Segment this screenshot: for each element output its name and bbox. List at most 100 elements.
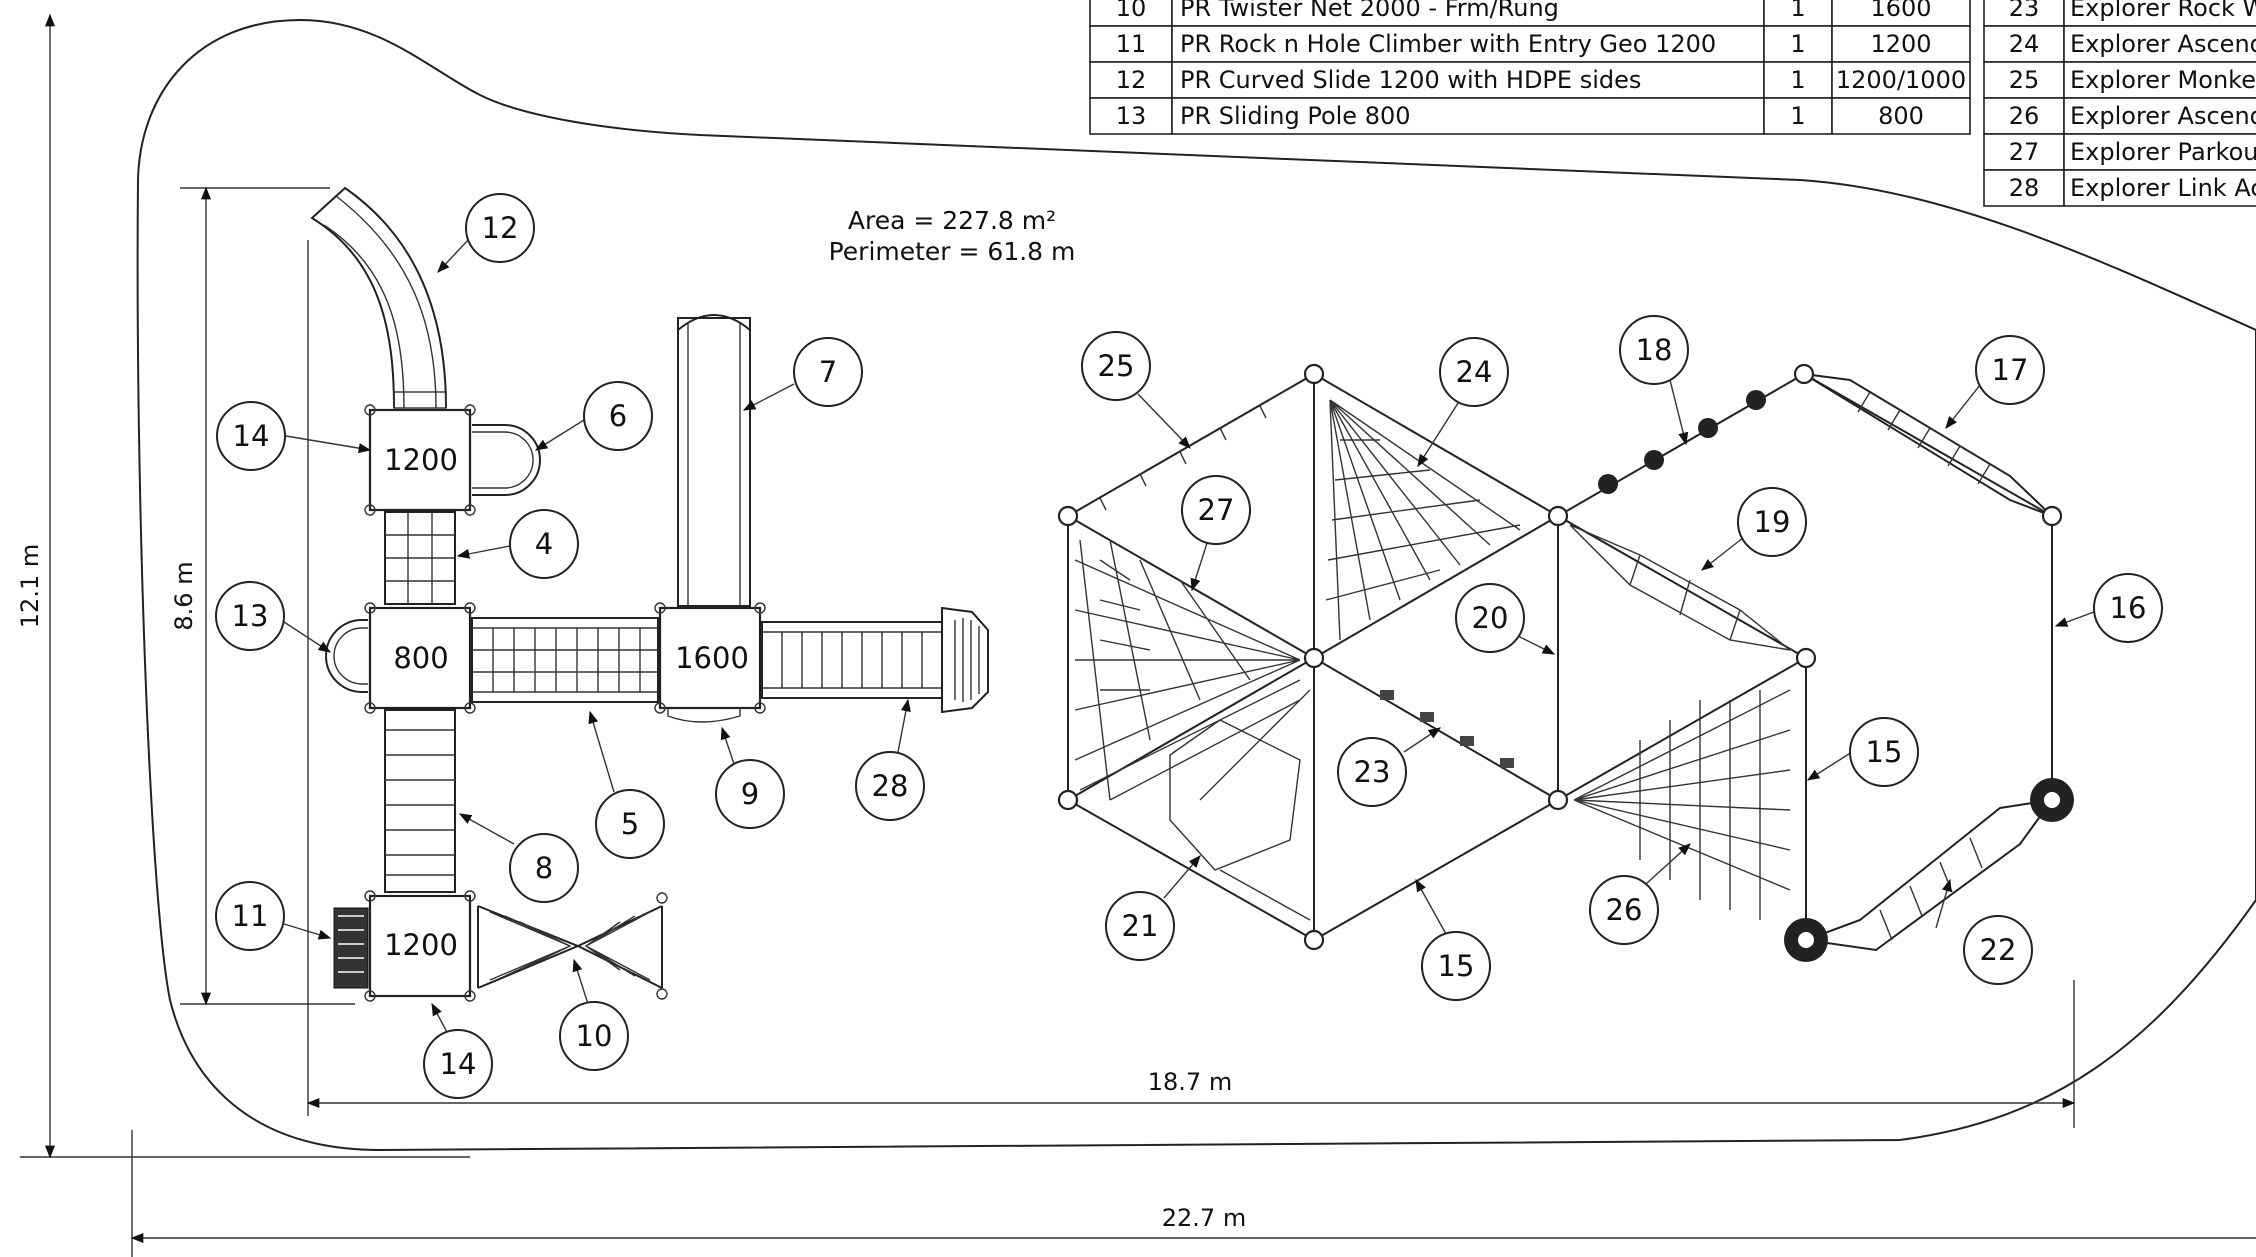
deck-label: 1200 <box>384 443 458 477</box>
callout: 28 <box>855 751 925 821</box>
table-cell: 26 <box>2009 102 2040 130</box>
svg-text:9: 9 <box>741 777 759 811</box>
table-cell: Explorer Monkey <box>2070 66 2256 94</box>
table-cell: PR Rock n Hole Climber with Entry Geo 12… <box>1180 30 1716 58</box>
table-cell: Explorer Ascend <box>2070 102 2256 130</box>
svg-text:6: 6 <box>609 399 627 433</box>
table-cell: 25 <box>2009 66 2040 94</box>
callout: 19 <box>1737 487 1807 557</box>
svg-text:13: 13 <box>232 599 269 633</box>
table-cell: Explorer Link Ac <box>2070 174 2256 202</box>
callout: 4 <box>509 509 579 579</box>
svg-text:25: 25 <box>1098 349 1135 383</box>
callout: 12 <box>465 193 535 263</box>
deck-label: 1200 <box>384 928 458 962</box>
site-boundary <box>136 18 2256 1152</box>
svg-text:12: 12 <box>482 211 519 245</box>
callout: 7 <box>793 337 863 407</box>
parts-table: 10 PR Twister Net 2000 - Frm/Rung 1 1600… <box>1089 0 1971 135</box>
callout: 6 <box>583 381 653 451</box>
svg-text:14: 14 <box>233 419 270 453</box>
svg-text:10: 10 <box>576 1019 613 1053</box>
dimension-total-height: 12.1 m <box>16 544 44 628</box>
svg-text:7: 7 <box>819 355 837 389</box>
table-cell: 800 <box>1878 102 1924 130</box>
svg-text:26: 26 <box>1606 893 1643 927</box>
left-tower: 1200 800 1600 <box>310 186 989 1002</box>
callout: 16 <box>2093 573 2163 643</box>
explorer-table: 23 Explorer Rock W 24 Explorer Ascend 25… <box>1983 0 2256 207</box>
callout: 11 <box>215 881 285 951</box>
table-cell: 27 <box>2009 138 2040 166</box>
dimension-structure-width: 18.7 m <box>1148 1068 1232 1096</box>
svg-text:8: 8 <box>535 851 553 885</box>
callout: 8 <box>509 833 579 903</box>
table-cell: Explorer Ascend <box>2070 30 2256 58</box>
callout: 9 <box>715 759 785 829</box>
table-cell: 28 <box>2009 174 2040 202</box>
callouts: 12 14 6 4 13 7 5 9 8 11 10 14 28 25 27 2… <box>215 193 2163 1099</box>
table-cell: Explorer Parkour <box>2070 138 2256 166</box>
callout: 5 <box>595 789 665 859</box>
svg-text:18: 18 <box>1636 333 1673 367</box>
callout: 20 <box>1455 583 1525 653</box>
callout: 15 <box>1421 931 1491 1001</box>
table-cell: 12 <box>1116 66 1147 94</box>
callout: 17 <box>1975 335 2045 405</box>
table-cell: 1200/1000 <box>1836 66 1966 94</box>
deck-label: 1600 <box>675 641 749 675</box>
dimension-lines: 12.1 m 8.6 m 18.7 m 22.7 m <box>16 13 2256 1257</box>
callout: 15 <box>1849 717 1919 787</box>
dimension-structure-height: 8.6 m <box>170 561 198 630</box>
area-label: Area = 227.8 m² <box>848 206 1056 235</box>
svg-text:19: 19 <box>1754 505 1791 539</box>
table-cell: 1600 <box>1870 0 1931 22</box>
svg-text:17: 17 <box>1992 353 2029 387</box>
table-cell: 11 <box>1116 30 1147 58</box>
svg-text:11: 11 <box>232 899 269 933</box>
svg-text:27: 27 <box>1198 493 1235 527</box>
callout: 14 <box>423 1029 493 1099</box>
callout: 13 <box>215 581 285 651</box>
svg-text:21: 21 <box>1122 909 1159 943</box>
svg-text:4: 4 <box>535 527 553 561</box>
callout: 24 <box>1439 337 1509 407</box>
net-structure <box>1057 363 2074 962</box>
svg-text:22: 22 <box>1980 933 2017 967</box>
table-cell: 24 <box>2009 30 2040 58</box>
callout: 25 <box>1081 331 1151 401</box>
callout: 21 <box>1105 891 1175 961</box>
svg-text:5: 5 <box>621 807 639 841</box>
callout: 22 <box>1963 915 2033 985</box>
callout: 18 <box>1619 315 1689 385</box>
table-cell: 1 <box>1790 102 1805 130</box>
table-cell: 1200 <box>1870 30 1931 58</box>
table-cell: 13 <box>1116 102 1147 130</box>
table-cell: 1 <box>1790 30 1805 58</box>
table-cell: 23 <box>2009 0 2040 22</box>
callout: 26 <box>1589 875 1659 945</box>
svg-text:28: 28 <box>872 769 909 803</box>
table-cell: 1 <box>1790 66 1805 94</box>
svg-text:15: 15 <box>1866 735 1903 769</box>
dimension-total-width: 22.7 m <box>1162 1204 1246 1232</box>
callout: 14 <box>216 401 286 471</box>
svg-text:24: 24 <box>1456 355 1493 389</box>
table-cell: PR Sliding Pole 800 <box>1180 102 1411 130</box>
table-cell: 1 <box>1790 0 1805 22</box>
svg-text:16: 16 <box>2110 591 2147 625</box>
callout: 27 <box>1181 475 1251 545</box>
svg-text:14: 14 <box>440 1047 477 1081</box>
table-cell: 10 <box>1116 0 1147 22</box>
svg-text:20: 20 <box>1472 601 1509 635</box>
deck-label: 800 <box>393 641 448 675</box>
callout: 23 <box>1337 737 1407 807</box>
table-cell: Explorer Rock W <box>2070 0 2256 22</box>
svg-text:15: 15 <box>1438 949 1475 983</box>
table-cell: PR Curved Slide 1200 with HDPE sides <box>1180 66 1641 94</box>
table-cell: PR Twister Net 2000 - Frm/Rung <box>1180 0 1559 22</box>
perimeter-label: Perimeter = 61.8 m <box>829 237 1076 266</box>
callout: 10 <box>559 1001 629 1071</box>
svg-text:23: 23 <box>1354 755 1391 789</box>
